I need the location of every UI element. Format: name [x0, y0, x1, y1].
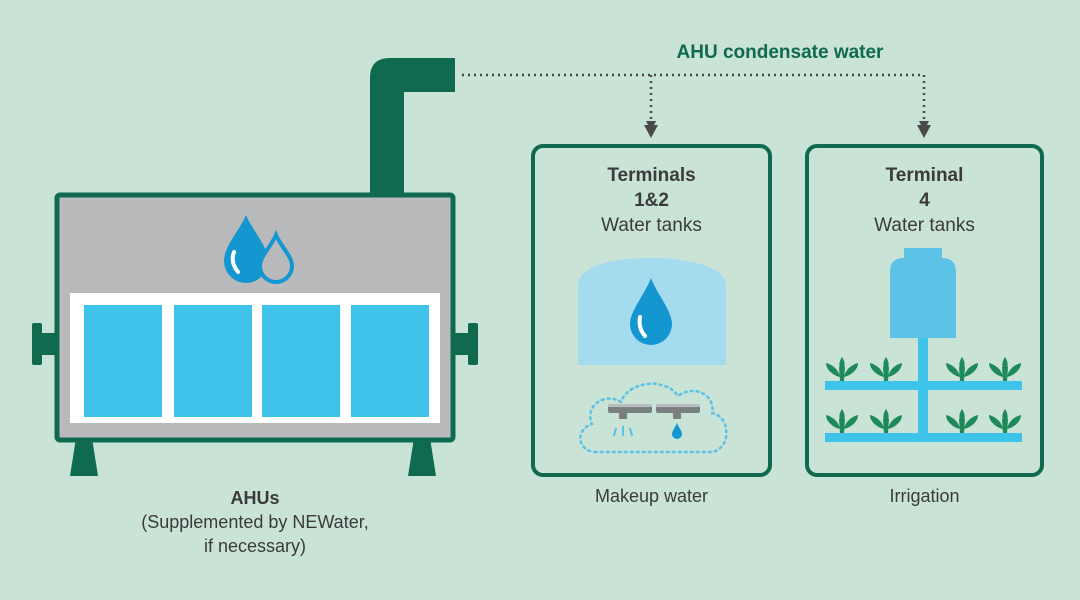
irrigation-pipe-upper: [825, 381, 1022, 390]
ahu-duct: [370, 58, 455, 195]
terminals-1-2-panel: [531, 144, 772, 477]
terminals-1-2-name-line2: 1&2: [634, 190, 669, 211]
plant-icon: [826, 357, 858, 381]
plant-icon: [826, 409, 858, 433]
faucet-icon: [656, 404, 700, 439]
plant-icon: [989, 357, 1021, 381]
water-drop-icon: [630, 278, 672, 345]
ahu-leg-left: [70, 438, 98, 476]
ahu-unit: [32, 58, 478, 476]
terminal-4-tank: [890, 258, 956, 338]
cloud-icon: [579, 382, 728, 454]
terminal-4-tank-cap: [904, 248, 942, 258]
terminals-1-2-tanks-label: Water tanks: [601, 215, 702, 236]
terminal-4-use-label: Irrigation: [889, 486, 960, 506]
ahu-title: AHUs: [230, 488, 280, 508]
ahu-flange-right: [468, 323, 478, 365]
ahu-filter-3: [262, 305, 340, 417]
plant-icon: [946, 409, 978, 433]
arrow-head-terminals-1-2: [644, 125, 658, 138]
terminal-4-tanks-label: Water tanks: [874, 215, 975, 236]
ahu-filter-2: [174, 305, 252, 417]
arrow-head-terminal-4: [917, 125, 931, 138]
ahu-flange-left-neck: [40, 333, 58, 355]
ahu-flange-right-neck: [452, 333, 470, 355]
ahu-filter-4: [351, 305, 429, 417]
terminals-1-2-name-line1: Terminals: [607, 165, 696, 186]
condensate-flow-lines: [462, 73, 931, 138]
terminals-1-2-box: [531, 144, 772, 477]
terminal-4-panel: [805, 144, 1044, 477]
ahu-leg-right: [408, 438, 436, 476]
faucet-icon: [608, 404, 652, 437]
plant-icon: [870, 357, 902, 381]
terminal-4-name-line2: 4: [919, 190, 930, 211]
ahu-subtitle-line2: if necessary): [203, 536, 307, 556]
condensate-flow-label: AHU condensate water: [676, 42, 884, 63]
ahu-flange-left: [32, 323, 42, 365]
irrigation-pipe-lower: [825, 433, 1022, 442]
plant-icon: [989, 409, 1021, 433]
terminal-4-box: [805, 144, 1044, 477]
plant-icon: [946, 357, 978, 381]
terminal-4-name-line1: Terminal: [885, 165, 964, 186]
ahu-subtitle-line1: (Supplemented by NEWater,: [141, 512, 369, 532]
terminals-1-2-use-label: Makeup water: [594, 486, 709, 506]
water-drops-icon: [224, 215, 295, 284]
ahu-filter-1: [84, 305, 162, 417]
plant-icon: [870, 409, 902, 433]
